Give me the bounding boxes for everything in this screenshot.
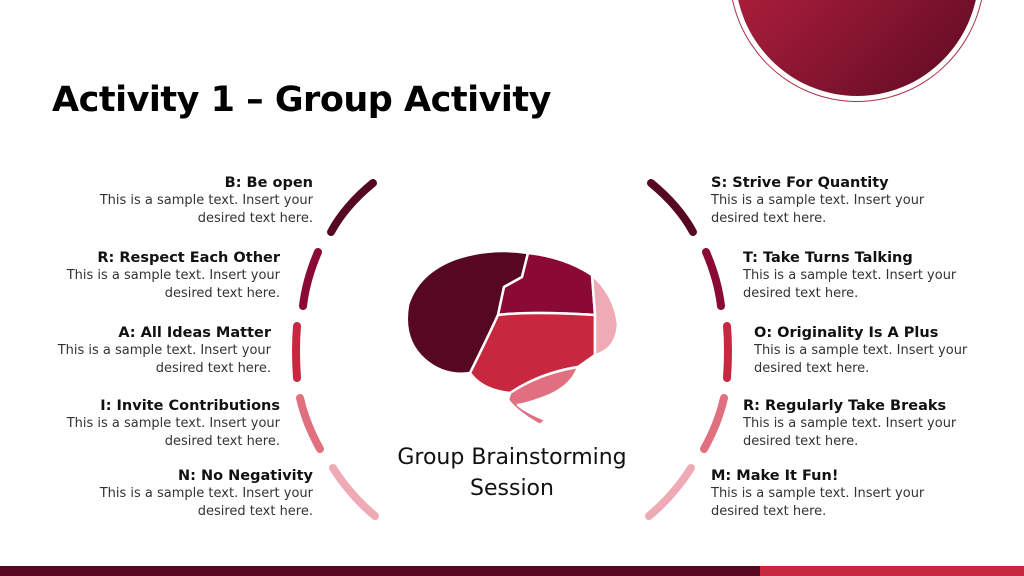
arc-segment-right-3	[723, 322, 732, 382]
list-item-r2: R: Regularly Take Breaks This is a sampl…	[743, 397, 1023, 451]
list-item-o: O: Originality Is A Plus This is a sampl…	[754, 324, 1024, 378]
slide-title: Activity 1 – Group Activity	[52, 80, 551, 120]
item-desc-line1: This is a sample text. Insert your	[743, 416, 957, 431]
list-item-m: M: Make It Fun! This is a sample text. I…	[711, 467, 991, 521]
item-desc-line1: This is a sample text. Insert your	[66, 268, 280, 283]
list-item-i: I: Invite Contributions This is a sample…	[0, 397, 280, 451]
item-desc-line1: This is a sample text. Insert your	[99, 486, 313, 501]
list-item-n: N: No Negativity This is a sample text. …	[33, 467, 313, 521]
item-desc-line1: This is a sample text. Insert your	[754, 343, 968, 358]
footer-bar-dark	[0, 566, 760, 576]
list-item-b: B: Be open This is a sample text. Insert…	[33, 174, 313, 228]
item-desc-line1: This is a sample text. Insert your	[711, 486, 925, 501]
item-heading: N: No Negativity	[178, 468, 313, 484]
arc-segment-left-1	[327, 179, 377, 236]
item-desc-line1: This is a sample text. Insert your	[66, 416, 280, 431]
item-desc-line1: This is a sample text. Insert your	[743, 268, 957, 283]
list-item-a: A: All Ideas Matter This is a sample tex…	[0, 324, 271, 378]
arc-segment-left-3	[292, 322, 301, 382]
arc-segment-right-1	[647, 179, 697, 236]
list-item-r: R: Respect Each Other This is a sample t…	[0, 249, 280, 303]
item-heading: S: Strive For Quantity	[711, 175, 889, 191]
item-desc-line2: desired text here.	[164, 286, 280, 301]
center-label: Group Brainstorming Session	[372, 442, 652, 504]
item-desc-line2: desired text here.	[743, 434, 859, 449]
list-item-t: T: Take Turns Talking This is a sample t…	[743, 249, 1023, 303]
item-desc-line2: desired text here.	[743, 286, 859, 301]
item-desc-line2: desired text here.	[754, 361, 870, 376]
center-label-line2: Session	[470, 476, 554, 501]
arc-segment-left-4	[296, 394, 324, 453]
arc-segment-right-5	[645, 464, 695, 520]
item-heading: B: Be open	[224, 175, 313, 191]
arc-segment-right-2	[702, 248, 725, 310]
item-desc-line2: desired text here.	[197, 211, 313, 226]
footer-bar-accent	[760, 566, 1024, 576]
item-heading: I: Invite Contributions	[100, 398, 280, 414]
item-desc-line1: This is a sample text. Insert your	[57, 343, 271, 358]
item-desc-line1: This is a sample text. Insert your	[99, 193, 313, 208]
item-desc-line2: desired text here.	[711, 211, 827, 226]
arc-segment-right-4	[700, 394, 728, 453]
center-label-line1: Group Brainstorming	[397, 445, 627, 470]
item-heading: M: Make It Fun!	[711, 468, 839, 484]
brain-icon	[405, 249, 620, 425]
item-desc-line2: desired text here.	[164, 434, 280, 449]
item-desc-line1: This is a sample text. Insert your	[711, 193, 925, 208]
item-desc-line2: desired text here.	[155, 361, 271, 376]
item-heading: A: All Ideas Matter	[118, 325, 271, 341]
list-item-s: S: Strive For Quantity This is a sample …	[711, 174, 991, 228]
arc-segment-left-2	[299, 248, 322, 310]
item-desc-line2: desired text here.	[197, 504, 313, 519]
item-heading: T: Take Turns Talking	[743, 250, 913, 266]
arc-segment-left-5	[329, 464, 379, 520]
item-heading: O: Originality Is A Plus	[754, 325, 939, 341]
item-heading: R: Regularly Take Breaks	[743, 398, 947, 414]
item-heading: R: Respect Each Other	[97, 250, 280, 266]
item-desc-line2: desired text here.	[711, 504, 827, 519]
